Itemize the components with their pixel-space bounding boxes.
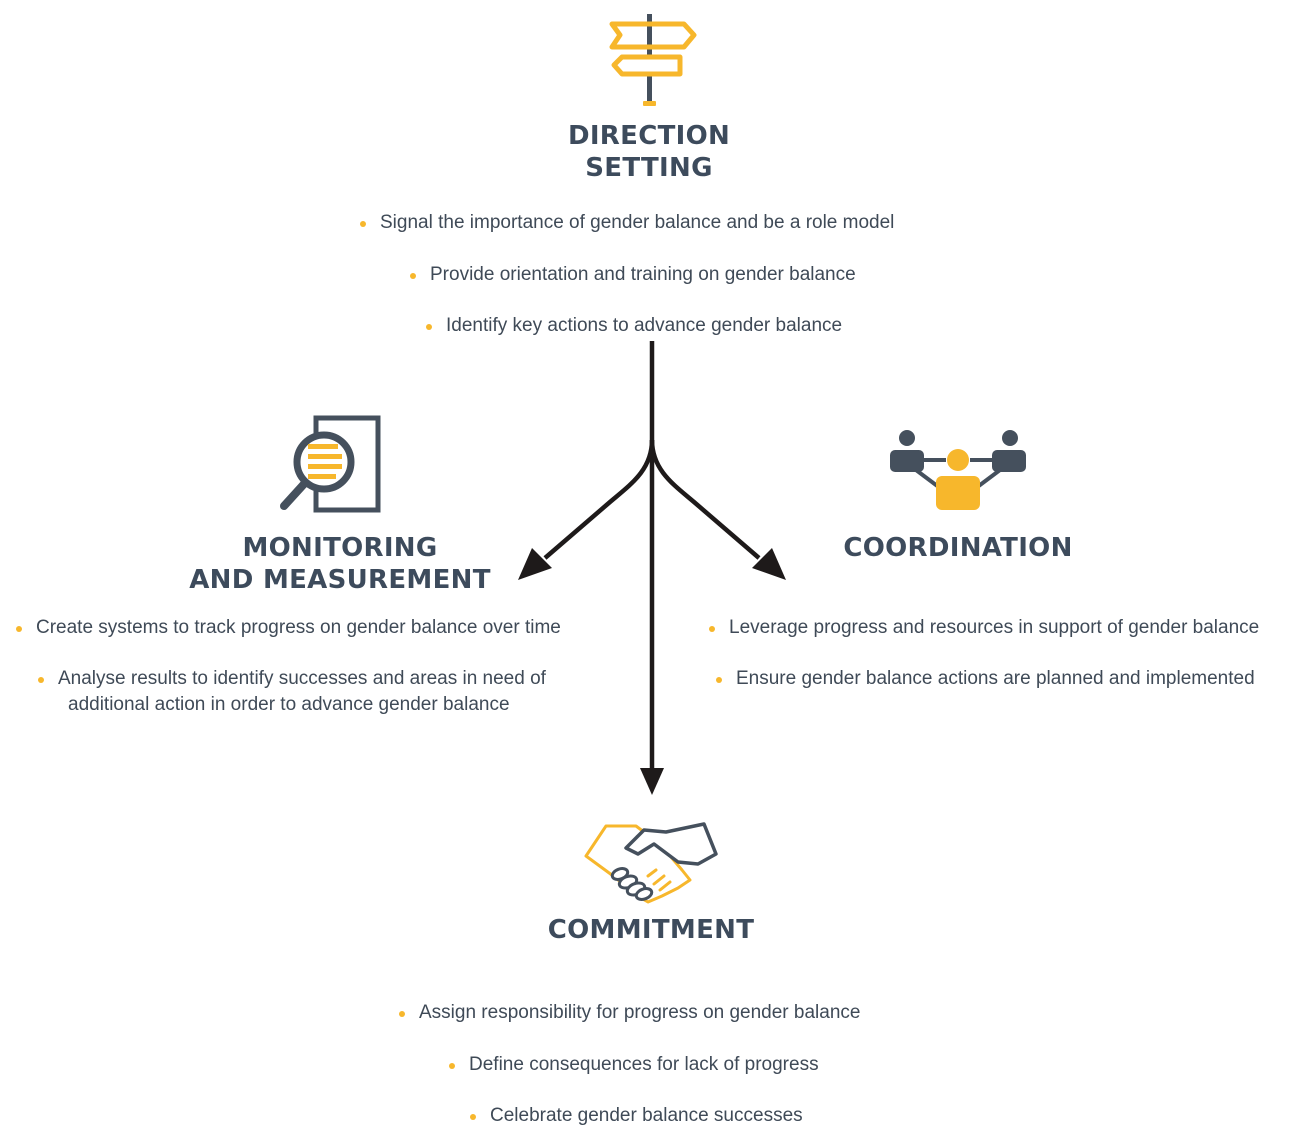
magnifier-document-icon bbox=[280, 415, 381, 513]
direction-bullet-3: Identify key actions to advance gender b… bbox=[426, 313, 842, 338]
direction-bullet-1: Signal the importance of gender balance … bbox=[360, 210, 894, 235]
bullet-dot bbox=[709, 626, 715, 632]
bullet-dot bbox=[16, 626, 22, 632]
coordination-heading: COORDINATION bbox=[843, 533, 1073, 563]
direction-heading-line2: SETTING bbox=[585, 153, 713, 183]
bullet-dot bbox=[38, 677, 44, 683]
direction-bullet-2: Provide orientation and training on gend… bbox=[410, 262, 856, 287]
arrow-head-down bbox=[640, 768, 664, 795]
people-network-icon bbox=[890, 430, 1026, 510]
arrow-head-left bbox=[518, 548, 552, 580]
commitment-heading: COMMITMENT bbox=[547, 915, 755, 945]
bullet-dot bbox=[360, 221, 366, 227]
arrow-left-branch bbox=[518, 439, 655, 580]
arrow-right-branch bbox=[649, 439, 786, 580]
bullet-dot bbox=[449, 1063, 455, 1069]
bullet-dot bbox=[470, 1114, 476, 1120]
direction-heading-line1: DIRECTION bbox=[567, 121, 731, 151]
monitoring-bullet-2-continued: additional action in order to advance ge… bbox=[68, 694, 510, 715]
bullet-dot bbox=[426, 324, 432, 330]
monitoring-bullet-1: Create systems to track progress on gend… bbox=[16, 615, 561, 640]
coordination-bullet-2: Ensure gender balance actions are planne… bbox=[716, 666, 1255, 691]
monitoring-bullet-2: Analyse results to identify successes an… bbox=[38, 666, 546, 691]
signpost-icon bbox=[609, 14, 697, 106]
bullet-dot bbox=[716, 677, 722, 683]
arrow-head-right bbox=[752, 548, 786, 580]
monitoring-heading-line2: AND MEASUREMENT bbox=[189, 565, 491, 595]
coordination-bullet-1: Leverage progress and resources in suppo… bbox=[709, 615, 1259, 640]
commitment-bullet-1: Assign responsibility for progress on ge… bbox=[399, 1000, 860, 1025]
arrow-trunk bbox=[640, 341, 664, 795]
monitoring-heading-line1: MONITORING bbox=[242, 533, 438, 563]
commitment-bullet-2: Define consequences for lack of progress bbox=[449, 1052, 819, 1077]
handshake-icon bbox=[584, 822, 718, 904]
bullet-dot bbox=[410, 273, 416, 279]
bullet-dot bbox=[399, 1011, 405, 1017]
direction-heading: DIRECTION SETTING bbox=[549, 120, 749, 184]
commitment-bullet-3: Celebrate gender balance successes bbox=[470, 1103, 803, 1128]
monitoring-heading: MONITORING AND MEASUREMENT bbox=[180, 532, 500, 596]
